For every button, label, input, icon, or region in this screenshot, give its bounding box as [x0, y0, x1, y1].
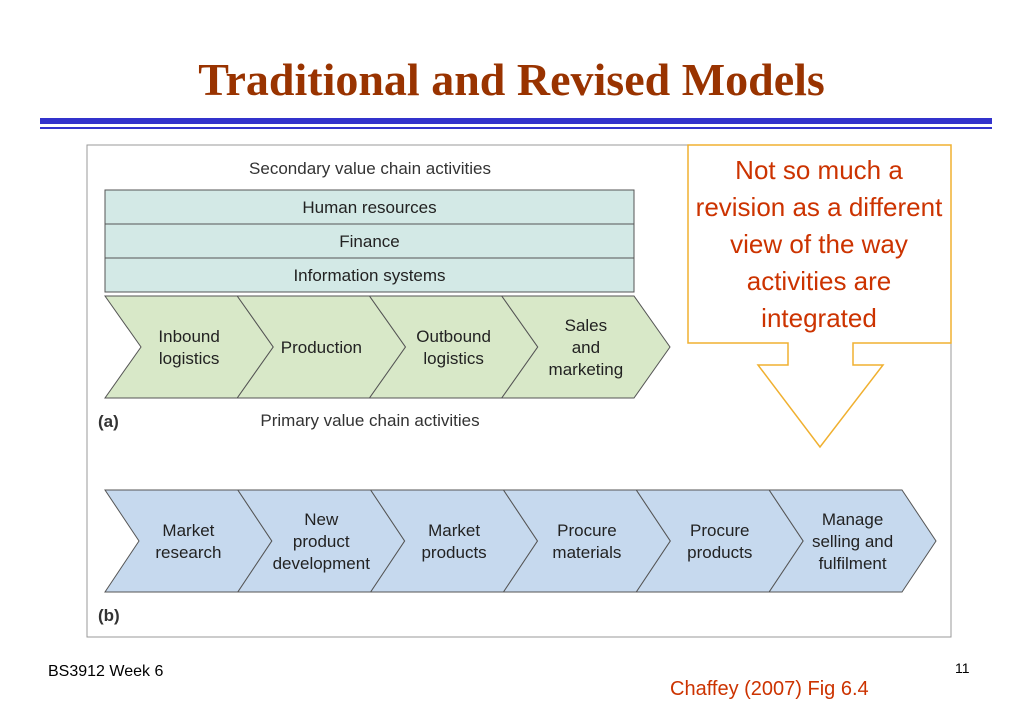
revised-activity-label-line: product	[293, 532, 350, 551]
footer-course: BS3912 Week 6	[48, 663, 164, 680]
support-row	[104, 257, 635, 293]
revised-activity-label: Procure materials	[552, 521, 621, 562]
primary-activity-label-line: and	[572, 338, 600, 357]
revised-activity-label-line: materials	[552, 543, 621, 562]
revised-activity-label: Market products	[421, 521, 486, 562]
panel-label-a: (a)	[98, 412, 119, 431]
primary-activity-label-line: Sales	[565, 316, 608, 335]
title-rule-thick	[40, 118, 992, 124]
revised-activity-chevron	[768, 489, 937, 593]
secondary-heading: Secondary value chain activities	[249, 159, 491, 178]
primary-activity-label-line: Inbound	[158, 327, 219, 346]
title-rule-thin	[40, 127, 992, 129]
support-row	[104, 223, 635, 259]
revised-activity-label-line: selling and	[812, 532, 893, 551]
revised-activity-label-line: products	[687, 543, 752, 562]
support-row-label: Information systems	[293, 266, 445, 285]
revised-activity-label-line: Manage	[822, 510, 883, 529]
support-row-label: Finance	[339, 232, 399, 251]
revised-activity-label: Manage selling and fulfilment	[812, 510, 893, 573]
primary-activity-label: Outbound logistics	[416, 327, 491, 368]
revised-activity-label-line: Market	[162, 521, 214, 540]
revised-activity-label-line: development	[273, 554, 371, 573]
slide-title: Traditional and Revised Models	[198, 54, 825, 105]
page-number: 11	[955, 660, 970, 676]
primary-activity-label-line: logistics	[423, 349, 483, 368]
revised-activity-label-line: fulfilment	[819, 554, 887, 573]
revised-activity-label-line: New	[304, 510, 339, 529]
primary-chevrons: Inbound logistics Production Outbound logist…	[104, 295, 671, 399]
revised-activity-label-line: Procure	[557, 521, 617, 540]
revised-activity-label: New product development	[273, 510, 371, 573]
revised-activity-label-line: products	[421, 543, 486, 562]
revised-chevrons: Market research New product development Marke…	[104, 489, 937, 593]
primary-activity-label-line: logistics	[159, 349, 219, 368]
primary-activity-label-line: Outbound	[416, 327, 491, 346]
revised-activity-label: Procure products	[687, 521, 752, 562]
primary-activity-label: Sales and marketing	[549, 316, 624, 379]
revised-activity-label-line: Procure	[690, 521, 750, 540]
primary-activity-label: Inbound logistics	[158, 327, 219, 368]
primary-heading: Primary value chain activities	[260, 411, 479, 430]
revised-activity-label: Market research	[155, 521, 221, 562]
callout-arrow-shape	[687, 144, 952, 449]
primary-activity-label-line: marketing	[549, 360, 624, 379]
revised-activity-label-line: research	[155, 543, 221, 562]
primary-activity-chevron	[500, 295, 671, 399]
revised-activity-label-line: Market	[428, 521, 480, 540]
primary-activity-label: Production	[281, 338, 362, 357]
source-citation: Chaffey (2007) Fig 6.4	[670, 678, 869, 700]
support-row	[104, 189, 635, 225]
callout-text: Not so much a revision as a different vi…	[695, 155, 943, 333]
primary-activity-label-line: Production	[281, 338, 362, 357]
panel-label-b: (b)	[98, 606, 120, 625]
support-row-label: Human resources	[302, 198, 436, 217]
